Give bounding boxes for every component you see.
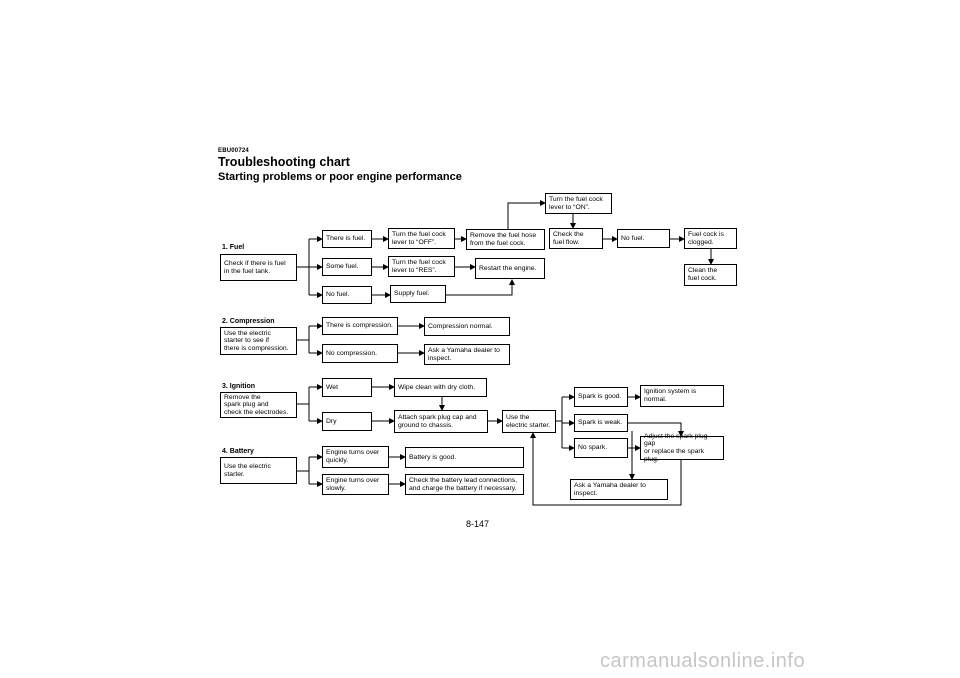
box-no-spark: No spark.: [574, 438, 628, 458]
box-check-battery: Check the battery lead connections, and …: [405, 474, 524, 495]
page-subtitle: Starting problems or poor engine perform…: [218, 171, 462, 183]
section-label-fuel: 1. Fuel: [222, 244, 245, 251]
box-fuel-cock-clogged: Fuel cock is clogged.: [684, 228, 737, 249]
box-use-starter-ignition: Use the electric starter.: [502, 410, 556, 433]
box-wet: Wet: [322, 378, 372, 397]
box-remove-hose: Remove the fuel hose from the fuel cock.: [466, 229, 545, 250]
page-number: 8-147: [466, 519, 490, 529]
box-remove-spark-plug: Remove the spark plug and check the elec…: [220, 392, 297, 418]
box-battery-good: Battery is good.: [405, 447, 524, 468]
box-ignition-normal: Ignition system is normal.: [640, 385, 724, 407]
box-there-is-fuel: There is fuel.: [322, 230, 372, 248]
box-supply-fuel: Supply fuel.: [390, 285, 446, 303]
box-some-fuel: Some fuel.: [322, 258, 372, 276]
box-turn-res: Turn the fuel cock lever to “RES”.: [388, 256, 455, 277]
box-no-fuel: No fuel.: [322, 286, 372, 304]
box-no-fuel-2: No fuel.: [617, 229, 670, 248]
document-code: EBU00724: [218, 148, 249, 154]
section-label-battery: 4. Battery: [222, 448, 254, 455]
box-turn-on: Turn the fuel cock lever to “ON”.: [545, 193, 612, 214]
box-turn-off: Turn the fuel cock lever to “OFF”.: [388, 228, 455, 249]
box-spark-weak: Spark is weak.: [574, 414, 628, 432]
box-there-is-compression: There is compression.: [322, 317, 398, 335]
box-dry: Dry: [322, 412, 372, 431]
section-label-ignition: 3. Ignition: [222, 383, 256, 390]
watermark: carmanualsonline.info: [600, 650, 806, 672]
box-clean-fuel-cock: Clean the fuel cock.: [684, 264, 737, 286]
box-turns-quickly: Engine turns over quickly.: [322, 446, 389, 468]
box-use-starter-compression: Use the electric starter to see if there…: [220, 327, 297, 355]
section-label-compression: 2. Compression: [222, 318, 275, 325]
box-ask-dealer-compression: Ask a Yamaha dealer to inspect.: [424, 344, 510, 365]
box-compression-normal: Compression normal.: [424, 317, 510, 336]
box-turns-slowly: Engine turns over slowly.: [322, 474, 389, 495]
box-ask-dealer-ignition: Ask a Yamaha dealer to inspect.: [570, 479, 668, 500]
box-attach-plug-cap: Attach spark plug cap and ground to chas…: [394, 410, 488, 433]
box-no-compression: No compression.: [322, 344, 398, 363]
box-adjust-spark-gap: Adjust the spark plug gap or replace the…: [640, 433, 724, 463]
box-wipe-clean: Wipe clean with dry cloth.: [394, 378, 487, 397]
box-restart-engine: Restart the engine.: [475, 258, 545, 279]
box-use-starter-battery: Use the electric starter.: [220, 457, 297, 484]
box-spark-good: Spark is good.: [574, 387, 628, 407]
box-check-flow: Check the fuel flow.: [549, 228, 603, 249]
page-title: Troubleshooting chart: [218, 155, 350, 169]
box-check-fuel: Check if there is fuel in the fuel tank.: [220, 254, 297, 281]
